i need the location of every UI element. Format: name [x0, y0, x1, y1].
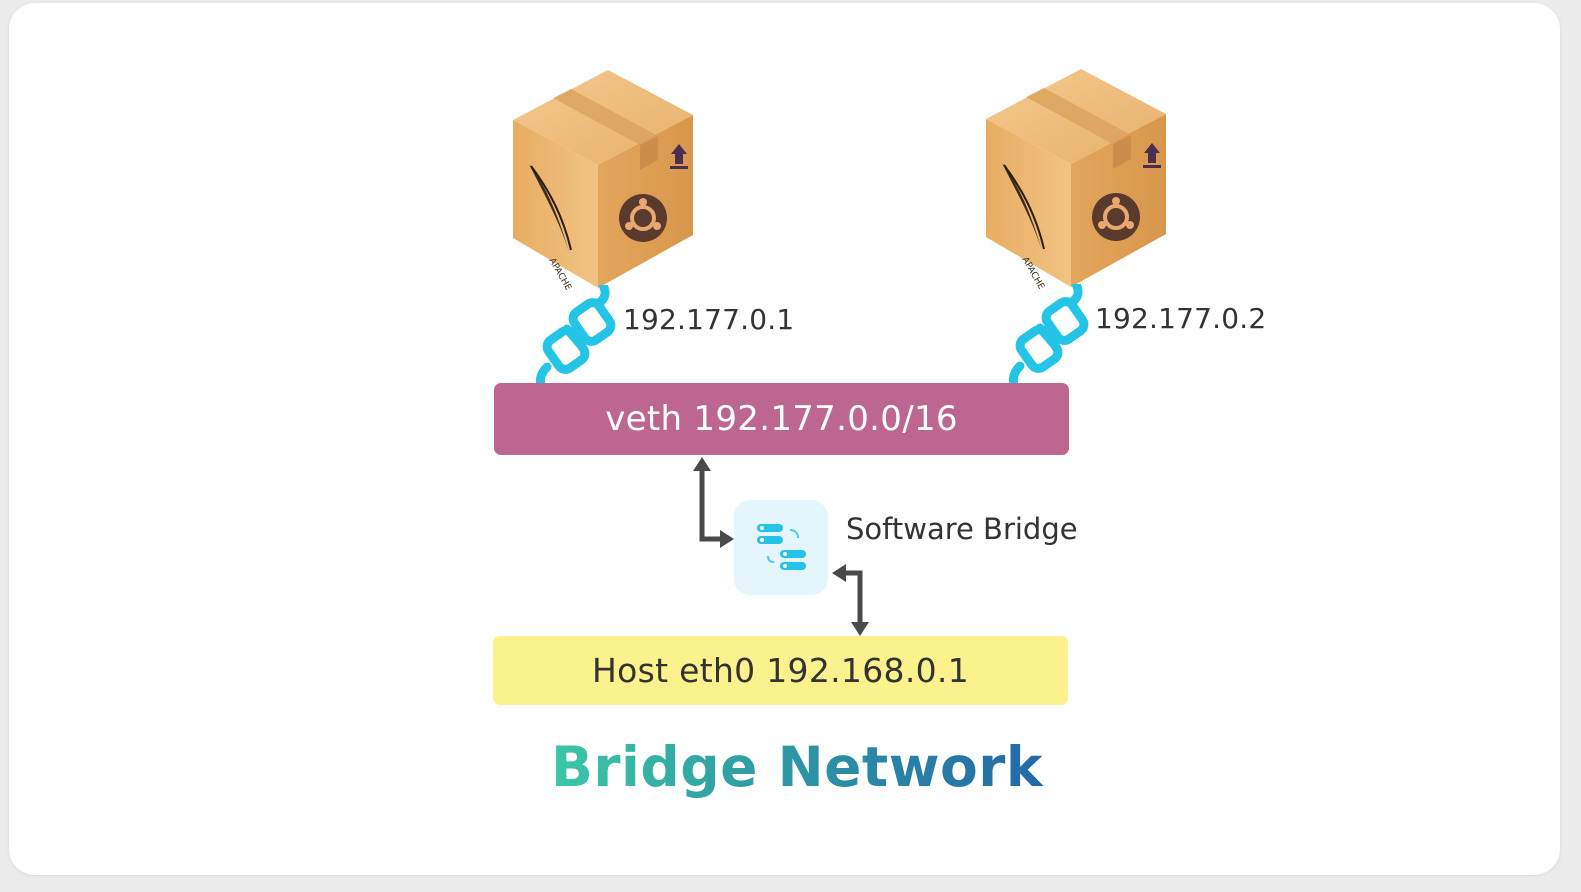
container-box-icon: APACHE: [513, 70, 695, 290]
veth-interface-bar: veth 192.177.0.0/16: [494, 383, 1069, 455]
arrow-head-left: [832, 564, 846, 582]
connection-arrows: [693, 457, 869, 636]
software-bridge-label: Software Bridge: [846, 512, 1078, 546]
container-ip-label: 192.177.0.2: [1095, 302, 1267, 335]
network-plug-icon: [1006, 284, 1096, 389]
switch-icon: [757, 524, 806, 570]
veth-label: veth 192.177.0.0/16: [605, 399, 958, 439]
network-plug-icon: [533, 285, 623, 390]
container-ip-label: 192.177.0.1: [623, 303, 795, 336]
host-interface-bar: Host eth0 192.168.0.1: [493, 636, 1068, 705]
arrow-head-down: [851, 622, 869, 636]
host-label: Host eth0 192.168.0.1: [591, 651, 969, 690]
software-bridge-box: [734, 500, 828, 595]
arrow-head-up: [693, 457, 711, 471]
container-box-icon: APACHE: [986, 69, 1168, 289]
arrow-head-right: [720, 530, 734, 548]
diagram-title: Bridge Network: [551, 735, 1044, 799]
